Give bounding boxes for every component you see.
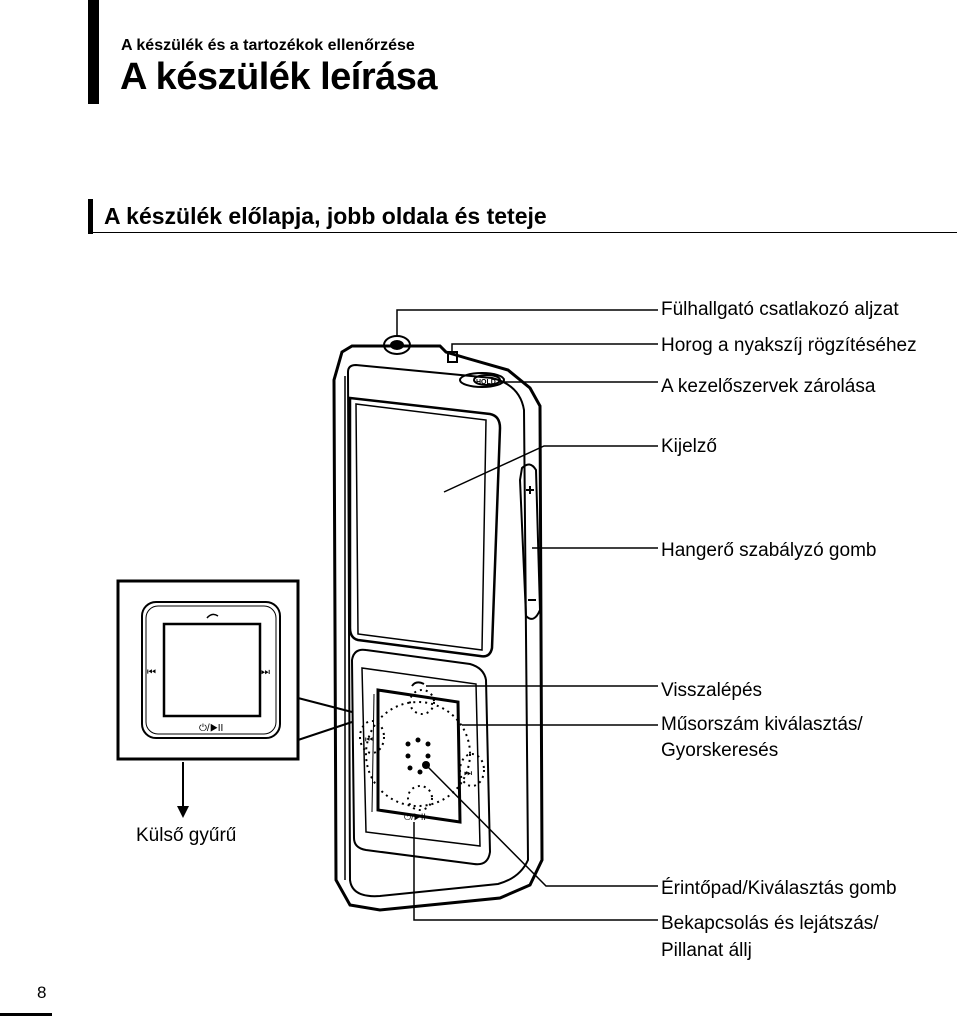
chapter-kicker: A készülék és a tartozékok ellenőrzése	[121, 37, 415, 54]
header-accent-bar	[88, 0, 99, 104]
down-arrow-icon	[177, 806, 189, 818]
label-volume: Hangerő szabályzó gomb	[661, 540, 877, 561]
label-outer-ring: Külső gyűrű	[136, 825, 237, 846]
display-screen	[348, 396, 502, 658]
leader-headphone	[396, 309, 658, 336]
control-panel	[350, 648, 492, 866]
page-number: 8	[37, 983, 47, 1002]
device-power-play-icon: ⏻/▶II	[404, 812, 426, 822]
device-skip-back-icon: ⏮	[365, 734, 373, 744]
label-hold-switch: A kezelőszervek zárolása	[661, 376, 876, 397]
device-skip-forward-icon: ⏭	[464, 768, 472, 778]
hold-mark: HOLD	[476, 379, 496, 386]
power-play-icon: ⏻/▶II	[199, 723, 223, 734]
section-title: A készülék előlapja, jobb oldala és tete…	[104, 203, 547, 229]
section-rule	[93, 232, 957, 233]
page-title: A készülék leírása	[120, 56, 438, 98]
label-back: Visszalépés	[661, 680, 763, 701]
label-track-select-1: Műsorszám kiválasztás/	[661, 714, 863, 735]
outer-ring-inset	[116, 579, 300, 761]
label-power-1: Bekapcsolás és lejátszás/	[661, 913, 879, 934]
leader-display	[443, 445, 658, 493]
skip-forward-icon: ⏭	[261, 667, 270, 678]
device-body	[332, 344, 544, 912]
section-accent-bar	[88, 199, 93, 234]
leader-strap	[451, 343, 658, 352]
volume-rocker	[518, 463, 542, 620]
label-headphone-jack: Fülhallgató csatlakozó aljzat	[661, 299, 899, 320]
label-display: Kijelző	[661, 436, 717, 457]
skip-back-icon: ⏮	[147, 667, 156, 678]
label-power-2: Pillanat állj	[661, 940, 752, 961]
hold-switch	[459, 372, 505, 388]
leader-power	[413, 822, 658, 921]
leader-touchpad	[425, 764, 658, 887]
label-track-select-2: Gyorskeresés	[661, 740, 779, 761]
page-number-rule	[0, 1013, 52, 1016]
touchpad-dots	[405, 737, 431, 775]
label-touchpad: Érintőpad/Kiválasztás gomb	[661, 878, 897, 899]
label-strap-hook: Horog a nyakszíj rögzítéséhez	[661, 335, 917, 356]
